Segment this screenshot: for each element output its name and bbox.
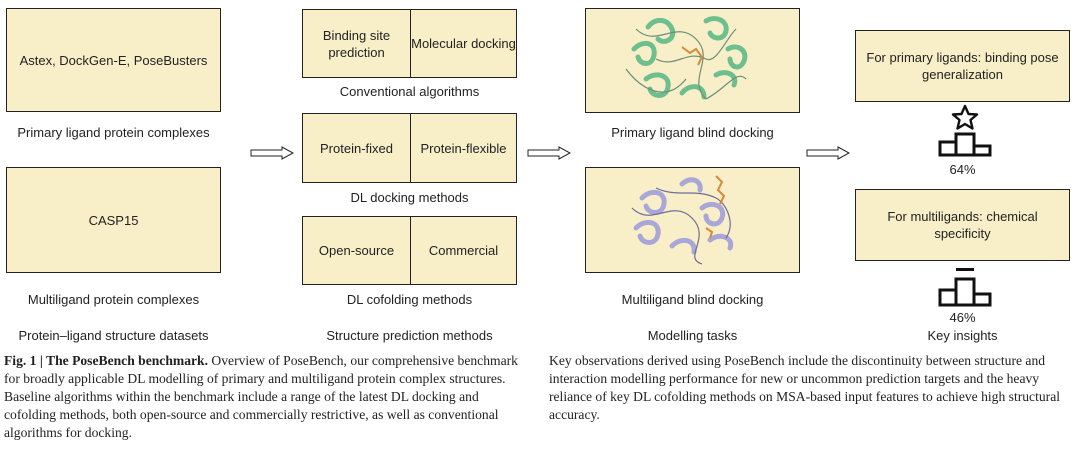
docking-caption: DL docking methods [350, 190, 469, 205]
arrow-right-icon [806, 146, 850, 160]
protein-structure-purple-icon [631, 175, 734, 265]
cell-divider [410, 217, 411, 284]
conventional-box: Binding site prediction Molecular dockin… [302, 9, 517, 78]
insight-multi-text: For multiligands: chemical specificity [887, 209, 1038, 241]
multi-docking-image-box [585, 167, 800, 273]
figure-caption-right: Key observations derived using PoseBench… [549, 352, 1071, 424]
dataset-primary-caption: Primary ligand protein complexes [17, 125, 210, 140]
open-source-cell: Open-source [318, 243, 395, 258]
insights-footer: Key insights [927, 328, 998, 343]
figure-label: Fig. 1 | The PoseBench benchmark. [4, 353, 209, 368]
dataset-multi-caption: Multiligand protein complexes [27, 292, 200, 307]
docking-box: Protein-fixed Protein-flexible [302, 113, 517, 183]
commercial-cell: Commercial [428, 243, 499, 258]
primary-docking-caption: Primary ligand blind docking [611, 125, 774, 140]
cell-divider [410, 10, 411, 77]
cofolding-caption: DL cofolding methods [346, 292, 473, 307]
datasets-footer: Protein–ligand structure datasets [18, 328, 209, 343]
tasks-footer: Modelling tasks [647, 328, 738, 343]
multi-docking-caption: Multiligand blind docking [621, 292, 764, 307]
figure-caption-left: Fig. 1 | The PoseBench benchmark. Overvi… [4, 352, 526, 442]
figure-caption-left-text: Overview of PoseBench, our comprehensive… [4, 353, 518, 440]
cell-divider [410, 114, 411, 182]
insight-primary-value: 64% [949, 162, 976, 177]
binding-site-prediction-cell: Binding site prediction [322, 27, 391, 60]
protein-structure-green-icon [625, 16, 748, 100]
insight-primary-text: For primary ligands: binding pose genera… [866, 50, 1059, 82]
insight-primary-box: For primary ligands: binding pose genera… [855, 30, 1070, 102]
protein-fixed-cell: Protein-fixed [320, 140, 393, 156]
primary-docking-image-box [585, 8, 800, 113]
podium-star-icon [938, 104, 992, 157]
protein-flexible-cell: Protein-flexible [420, 140, 507, 156]
molecular-docking-cell: Molecular docking [411, 36, 516, 51]
figure-caption-right-text: Key observations derived using PoseBench… [549, 353, 1060, 422]
conventional-caption: Conventional algorithms [339, 84, 480, 99]
arrow-right-icon [527, 146, 571, 160]
insight-multi-box: For multiligands: chemical specificity [855, 189, 1070, 261]
cofolding-box: Open-source Commercial [302, 216, 517, 285]
insight-multi-value: 46% [949, 310, 976, 325]
arrow-right-icon [250, 146, 294, 160]
podium-bar-icon [938, 268, 992, 307]
dataset-box-multi: CASP15 [6, 167, 221, 273]
methods-footer: Structure prediction methods [326, 328, 493, 343]
dataset-box-primary: Astex, DockGen-E, PoseBusters [6, 8, 221, 112]
dataset-multi-text: CASP15 [88, 212, 139, 228]
dataset-primary-text: Astex, DockGen-E, PoseBusters [19, 52, 208, 68]
